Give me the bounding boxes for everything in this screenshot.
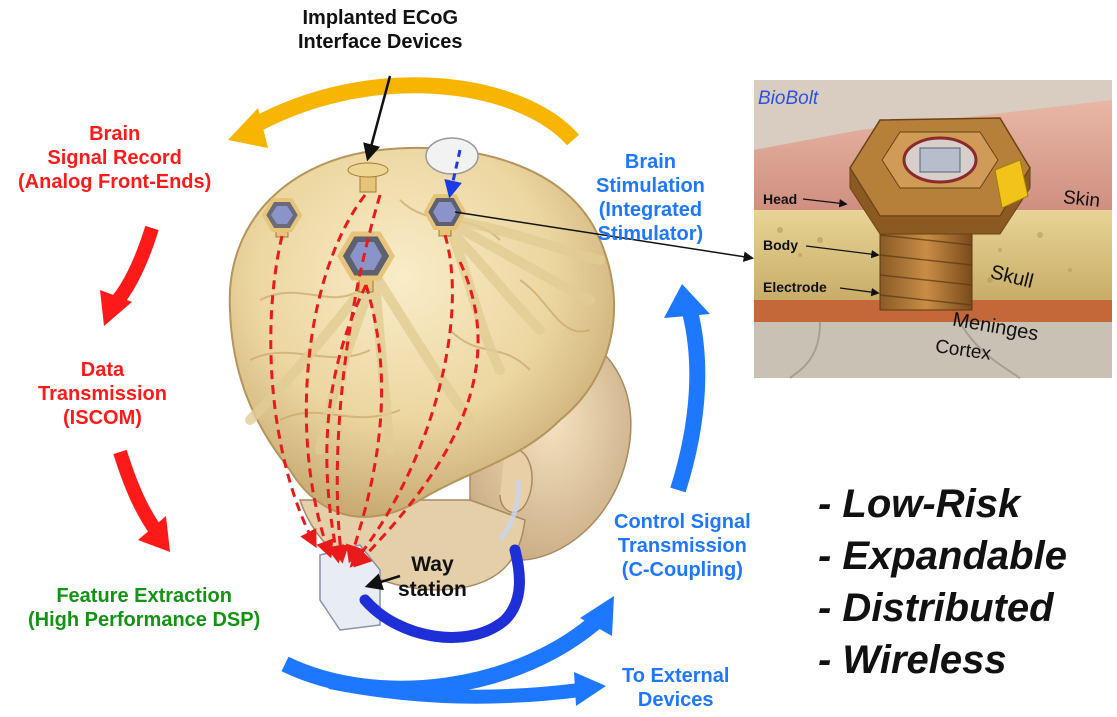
data-transmission-label: Data Transmission (ISCOM) bbox=[38, 358, 167, 430]
bullet-distributed: - Distributed bbox=[818, 582, 1067, 634]
way-station-label: Way station bbox=[398, 552, 467, 602]
external-devices-label: To External Devices bbox=[622, 664, 729, 712]
record-line-2: Signal Record bbox=[18, 146, 211, 170]
transmission-line-1: Data bbox=[38, 358, 167, 382]
ecog-devices-line-1: Implanted ECoG bbox=[298, 6, 463, 30]
bullet-low-risk: - Low-Risk bbox=[818, 478, 1067, 530]
feature-line-2: (High Performance DSP) bbox=[28, 608, 260, 632]
feature-bullets: - Low-Risk - Expandable - Distributed - … bbox=[818, 478, 1067, 686]
orange-arrow bbox=[228, 85, 573, 148]
stimulation-line-1: Brain bbox=[596, 150, 705, 174]
red-arrow-1 bbox=[100, 228, 152, 326]
biobolt-inset bbox=[754, 80, 1112, 378]
way-station-line-1: Way bbox=[398, 552, 467, 577]
control-signal-label: Control Signal Transmission (C-Coupling) bbox=[614, 510, 751, 582]
bullet-expandable: - Expandable bbox=[818, 530, 1067, 582]
record-line-3: (Analog Front-Ends) bbox=[18, 170, 211, 194]
inset-electrode-label: Electrode bbox=[763, 279, 827, 295]
inset-skin-label: Skin bbox=[1062, 187, 1101, 213]
stimulation-line-4: Stimulator) bbox=[596, 222, 705, 246]
control-line-3: (C-Coupling) bbox=[614, 558, 751, 582]
ecog-devices-label: Implanted ECoG Interface Devices bbox=[298, 6, 463, 54]
external-line-1: To External bbox=[622, 664, 729, 688]
transmission-line-2: Transmission bbox=[38, 382, 167, 406]
ecog-devices-line-2: Interface Devices bbox=[298, 30, 463, 54]
record-line-1: Brain bbox=[18, 122, 211, 146]
inset-body-label: Body bbox=[763, 237, 798, 253]
stimulation-line-2: Stimulation bbox=[596, 174, 705, 198]
control-line-2: Transmission bbox=[614, 534, 751, 558]
red-arrow-2 bbox=[120, 452, 170, 552]
blue-arrow-up bbox=[664, 284, 710, 490]
way-station-line-2: station bbox=[398, 577, 467, 602]
control-line-1: Control Signal bbox=[614, 510, 751, 534]
stimulation-line-3: (Integrated bbox=[596, 198, 705, 222]
bullet-wireless: - Wireless bbox=[818, 634, 1067, 686]
biobolt-title: BioBolt bbox=[758, 88, 818, 110]
brain-signal-record-label: Brain Signal Record (Analog Front-Ends) bbox=[18, 122, 211, 194]
transmission-line-3: (ISCOM) bbox=[38, 406, 167, 430]
external-line-2: Devices bbox=[622, 688, 729, 712]
brain-stimulation-label: Brain Stimulation (Integrated Stimulator… bbox=[596, 150, 705, 246]
feature-extraction-label: Feature Extraction (High Performance DSP… bbox=[28, 584, 260, 632]
feature-line-1: Feature Extraction bbox=[28, 584, 260, 608]
inset-head-label: Head bbox=[763, 191, 797, 207]
